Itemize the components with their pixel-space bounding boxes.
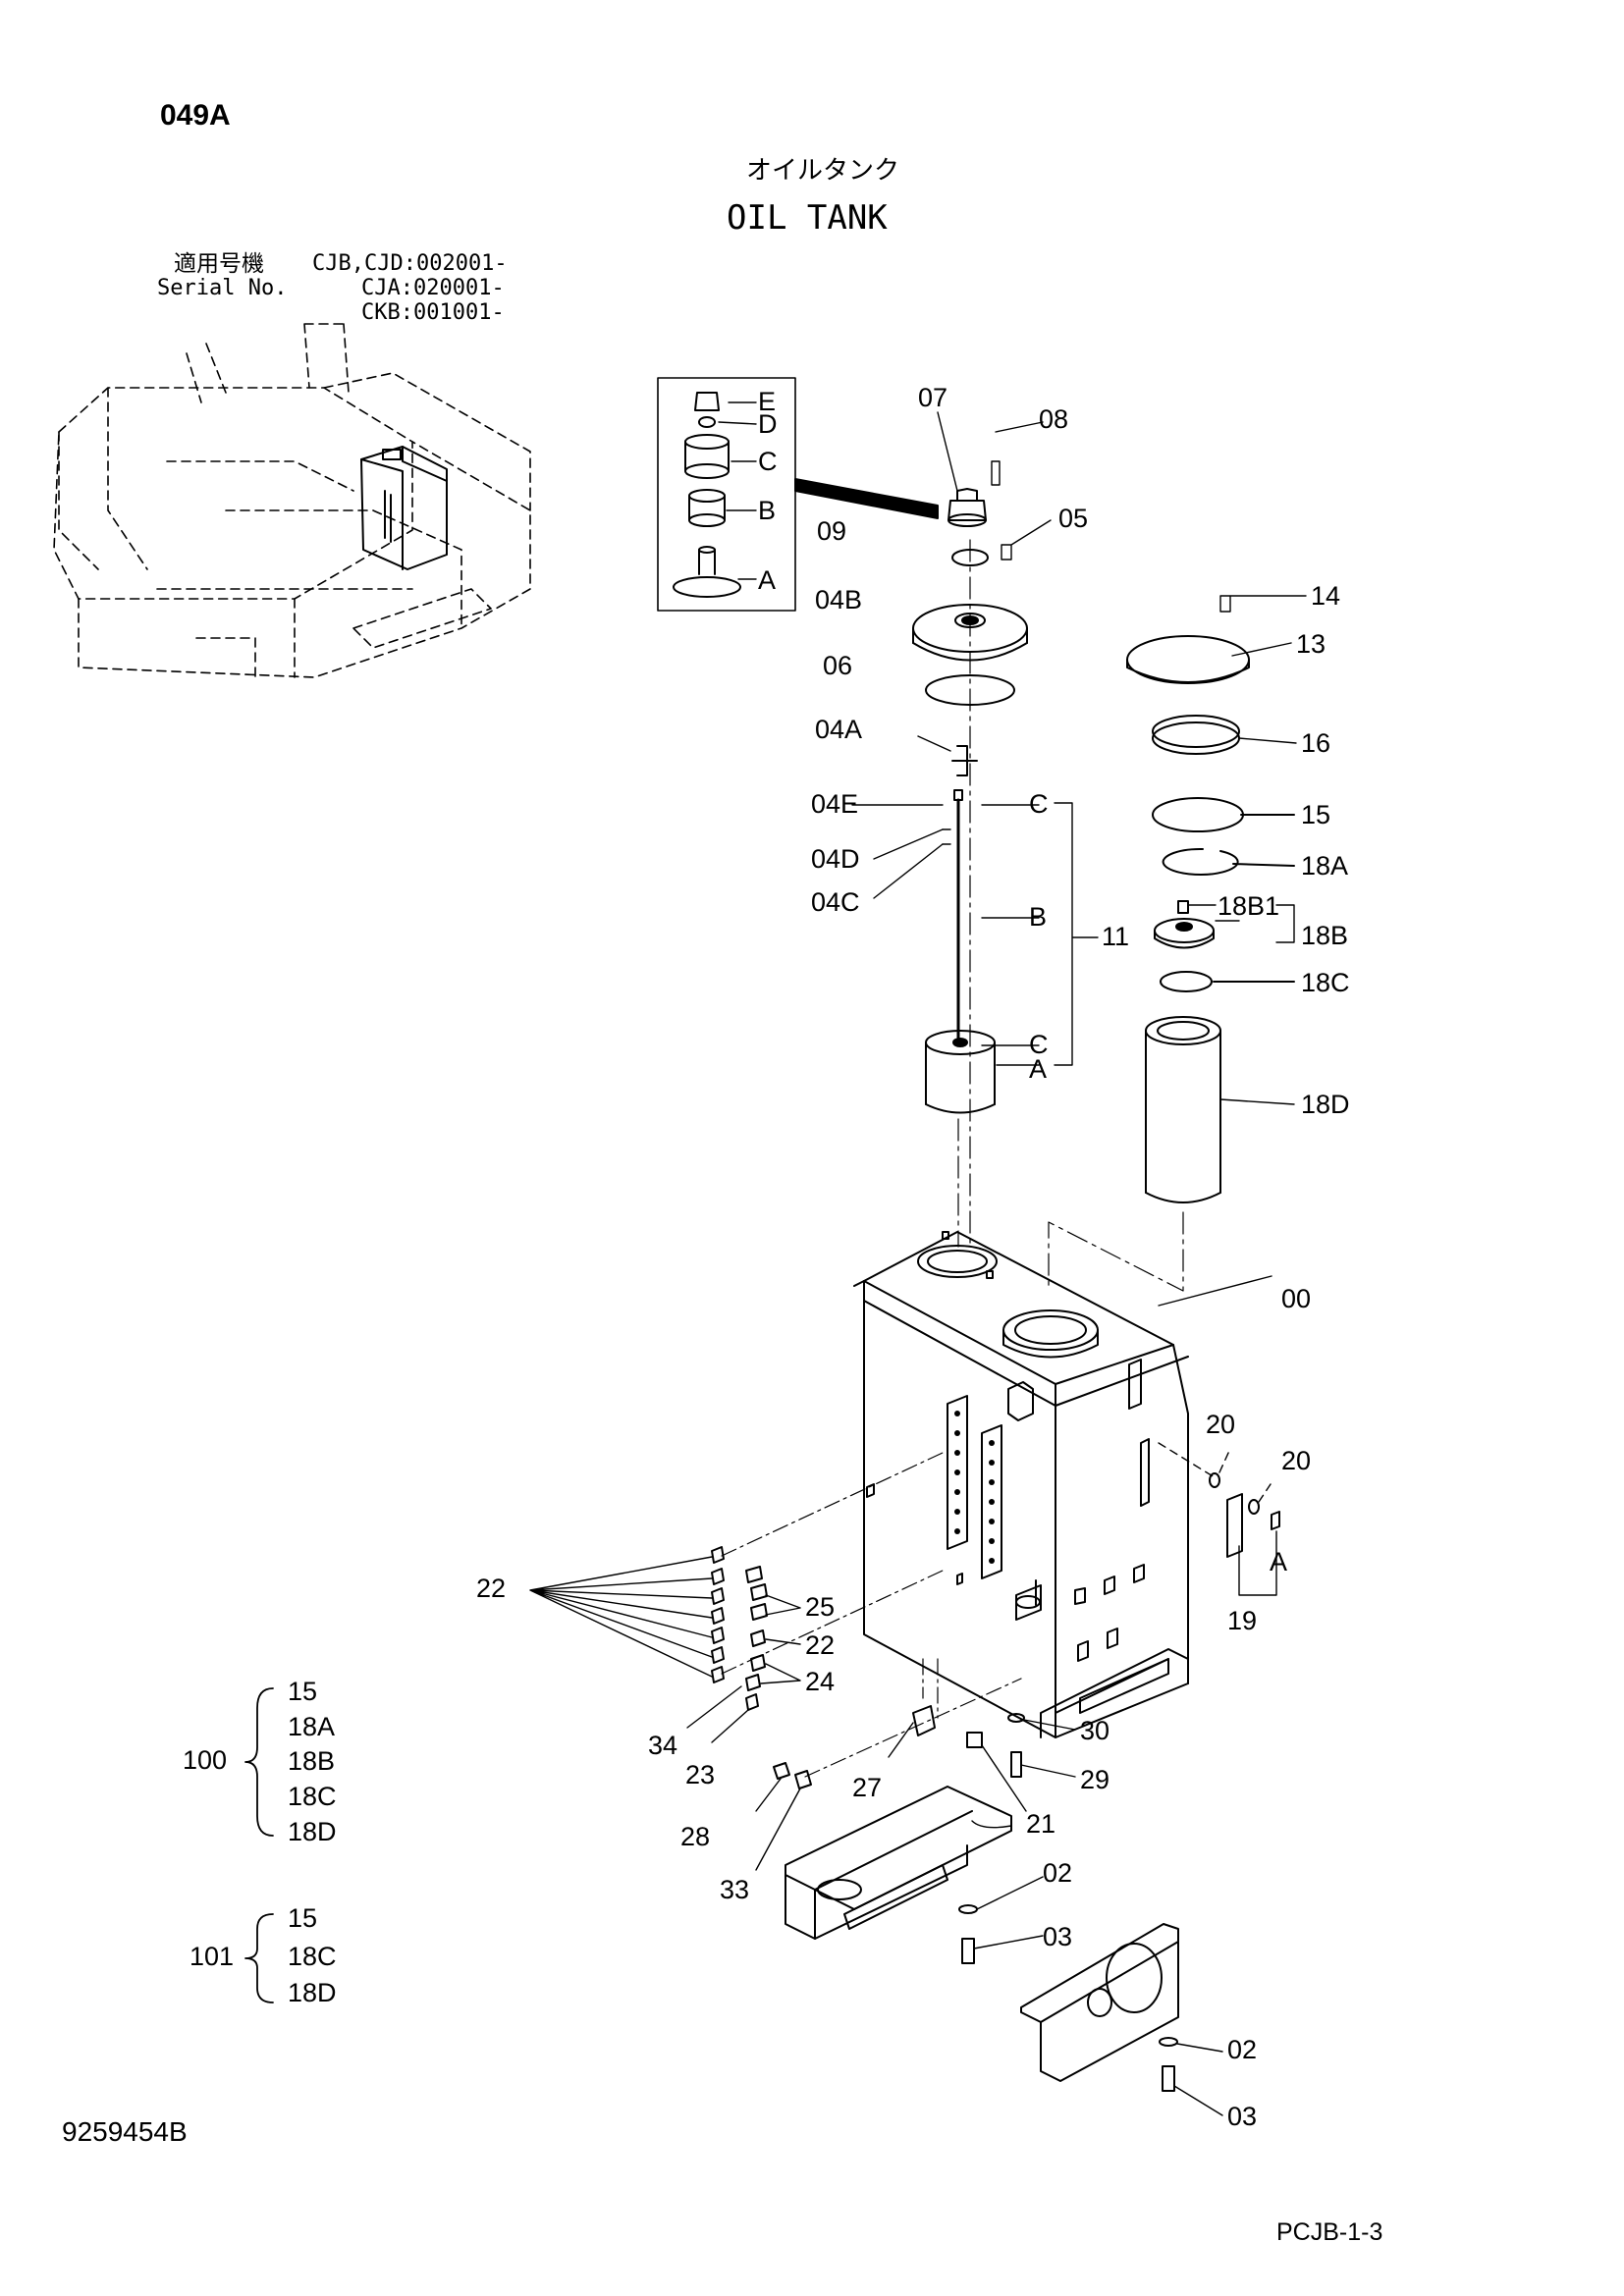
snap-ring-18A xyxy=(1162,847,1295,876)
callout-29: 29 xyxy=(1080,1765,1110,1794)
callout-22-right: 22 xyxy=(805,1630,836,1660)
callout-05: 05 xyxy=(1058,504,1089,533)
bolt-14 xyxy=(1219,595,1307,613)
callout-02-right: 02 xyxy=(1227,2035,1258,2064)
callout-00: 00 xyxy=(1281,1284,1312,1313)
serial-range-2: CJA:020001- xyxy=(361,276,505,300)
serial-label-english: Serial No. xyxy=(157,276,288,300)
bolt-08 xyxy=(991,421,1044,486)
kit-101-part-1: 15 xyxy=(288,1903,318,1933)
callout-02-left: 02 xyxy=(1043,1858,1073,1888)
callout-18A: 18A xyxy=(1301,851,1349,881)
excavator-overview-illustration xyxy=(53,323,531,678)
serial-range-3: CKB:001001- xyxy=(361,300,505,325)
filter-element-18D xyxy=(1145,1016,1295,1203)
callout-04A: 04A xyxy=(815,715,863,744)
callout-25: 25 xyxy=(805,1592,836,1622)
oil-tank-body xyxy=(853,1231,1272,1738)
callout-03-left: 03 xyxy=(1043,1922,1073,1951)
callout-23: 23 xyxy=(685,1760,716,1789)
callout-20-upper: 20 xyxy=(1206,1410,1236,1439)
callout-06: 06 xyxy=(823,651,853,680)
drawing-number: 9259454B xyxy=(62,2116,188,2147)
page-reference: PCJB-1-3 xyxy=(1276,2218,1383,2246)
plugs-22 xyxy=(529,1452,944,1683)
inset-label-a: A xyxy=(758,565,777,595)
filter-cover-13 xyxy=(1126,635,1292,684)
valve-18B xyxy=(1154,900,1295,949)
kit-100-part-2: 18A xyxy=(288,1712,336,1741)
callout-27: 27 xyxy=(852,1773,883,1802)
mounting-bracket-right xyxy=(1020,1923,1179,2082)
kit-100-part-5: 18D xyxy=(288,1817,337,1846)
serial-range-1: CJB,CJD:002001- xyxy=(312,251,508,276)
callout-21: 21 xyxy=(1026,1809,1056,1839)
callout-08: 08 xyxy=(1039,404,1069,434)
bolt-02-03-left xyxy=(958,1876,1044,1964)
breather-inset xyxy=(657,377,939,612)
kit-100-part-1: 15 xyxy=(288,1677,318,1706)
callout-rod-c-top: C xyxy=(1029,789,1049,819)
kit-braces xyxy=(244,1687,274,2003)
callout-30: 30 xyxy=(1080,1716,1110,1745)
dash-dot-guide xyxy=(957,539,971,1248)
callout-04B: 04B xyxy=(815,585,863,614)
kit-101-part-3: 18D xyxy=(288,1978,337,2007)
level-sensor xyxy=(925,745,996,1114)
kit-number-100: 100 xyxy=(183,1745,228,1775)
o-ring-18C xyxy=(1160,971,1295,992)
callout-07: 07 xyxy=(918,383,948,412)
callout-15: 15 xyxy=(1301,800,1331,829)
callout-11: 11 xyxy=(1102,922,1130,951)
callout-34: 34 xyxy=(648,1731,678,1760)
callout-18B: 18B xyxy=(1301,921,1349,950)
callout-rod-a: A xyxy=(1029,1054,1048,1084)
breather-cap xyxy=(937,411,987,527)
inset-label-d: D xyxy=(758,409,778,439)
callout-18D: 18D xyxy=(1301,1090,1350,1119)
callout-13: 13 xyxy=(1296,629,1326,659)
callout-rod-c-bottom: C xyxy=(1029,1030,1049,1059)
spring-16 xyxy=(1152,715,1297,755)
mounting-bracket-left xyxy=(785,1786,1012,1940)
bottom-fittings xyxy=(755,1658,1076,1871)
highlighted-tank-in-overview xyxy=(360,446,448,570)
page-code: 049A xyxy=(160,99,231,132)
title-japanese: オイルタンク xyxy=(746,155,900,185)
callout-18B1: 18B1 xyxy=(1218,891,1280,921)
callout-19: 19 xyxy=(1227,1606,1258,1635)
kit-100-part-3: 18B xyxy=(288,1746,336,1776)
callout-14: 14 xyxy=(1311,581,1341,611)
sight-gauge-19 xyxy=(1158,1442,1280,1596)
dash-dot-guide-2 xyxy=(1048,1211,1184,1292)
inset-label-c: C xyxy=(758,447,778,476)
callout-04C: 04C xyxy=(811,887,860,917)
kit-101-part-2: 18C xyxy=(288,1942,337,1971)
serial-label-japanese: 適用号機 xyxy=(174,250,264,276)
kit-number-101: 101 xyxy=(189,1942,235,1971)
title-english: OIL TANK xyxy=(727,198,888,238)
inset-label-e: E xyxy=(758,387,777,416)
callout-03-right: 03 xyxy=(1227,2102,1258,2131)
bolt-02-03-right xyxy=(1159,2037,1223,2116)
callout-18C: 18C xyxy=(1301,968,1350,997)
callout-16: 16 xyxy=(1301,728,1331,758)
kit-100-part-4: 18C xyxy=(288,1782,337,1811)
callout-22-left: 22 xyxy=(476,1574,507,1603)
callout-24: 24 xyxy=(805,1667,836,1696)
callout-09: 09 xyxy=(817,516,847,546)
o-ring-15 xyxy=(1152,797,1295,832)
callout-28: 28 xyxy=(680,1822,711,1851)
callout-20-lower: 20 xyxy=(1281,1446,1312,1475)
callout-leaders xyxy=(851,735,1099,1066)
bolt-05 xyxy=(1001,519,1052,561)
callout-04D: 04D xyxy=(811,844,860,874)
callout-33: 33 xyxy=(720,1875,750,1904)
callout-rod-b: B xyxy=(1029,902,1048,932)
callout-a-side: A xyxy=(1270,1547,1288,1576)
callout-04E: 04E xyxy=(811,789,859,819)
inset-label-b: B xyxy=(758,496,777,525)
fittings-25-24 xyxy=(686,1566,801,1743)
